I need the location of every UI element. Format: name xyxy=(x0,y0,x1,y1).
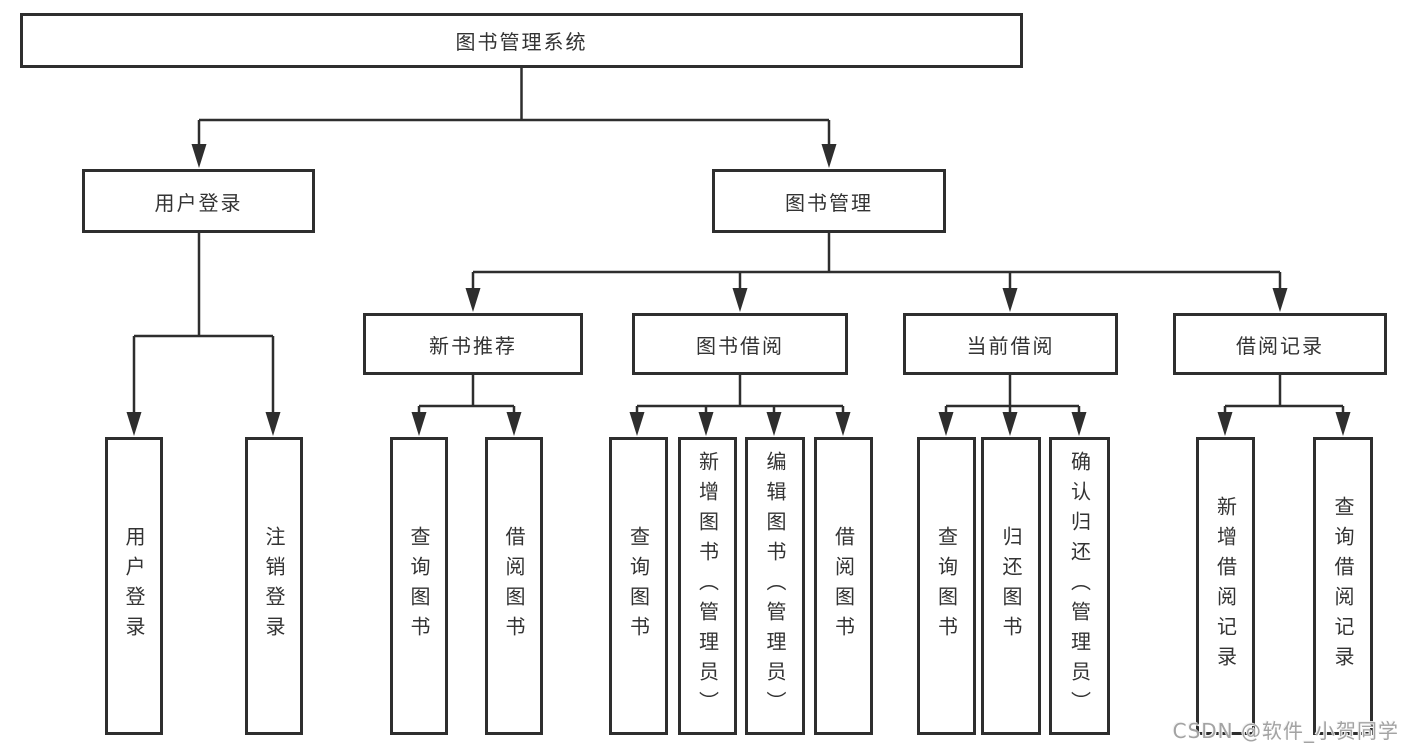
leaf-label: 借阅图书 xyxy=(502,526,526,646)
node-current-borrow: 当前借阅 xyxy=(903,313,1118,375)
leaf-label: 归还图书 xyxy=(999,526,1023,646)
leaf-logout: 注销登录 xyxy=(245,437,303,735)
leaf-label: 借阅图书 xyxy=(831,526,856,646)
leaf-confirm-return-admin: 确认归还（管理员） xyxy=(1049,437,1110,735)
leaf-label: 查询借阅记录 xyxy=(1331,496,1355,676)
leaf-label: 用户登录 xyxy=(122,526,146,646)
leaf-query-books: 查询图书 xyxy=(917,437,976,735)
leaf-return-books: 归还图书 xyxy=(981,437,1041,735)
node-book-borrow: 图书借阅 xyxy=(632,313,848,375)
leaf-borrow-books: 借阅图书 xyxy=(814,437,873,735)
leaf-user-login: 用户登录 xyxy=(105,437,163,735)
leaf-label: 新增图书（管理员） xyxy=(695,451,720,721)
node-user-login-branch: 用户登录 xyxy=(82,169,315,233)
node-root-system: 图书管理系统 xyxy=(20,13,1023,68)
leaf-query-books: 查询图书 xyxy=(390,437,448,735)
node-new-book-recommend: 新书推荐 xyxy=(363,313,583,375)
leaf-label: 编辑图书（管理员） xyxy=(763,451,787,721)
leaf-add-borrow-record: 新增借阅记录 xyxy=(1196,437,1255,735)
leaf-label: 确认归还（管理员） xyxy=(1067,451,1092,721)
leaf-label: 新增借阅记录 xyxy=(1213,496,1238,676)
leaf-borrow-books: 借阅图书 xyxy=(485,437,543,735)
node-book-management-branch: 图书管理 xyxy=(712,169,946,233)
leaf-query-borrow-record: 查询借阅记录 xyxy=(1313,437,1373,735)
leaf-query-books: 查询图书 xyxy=(609,437,668,735)
leaf-label: 查询图书 xyxy=(626,526,651,646)
leaf-add-book-admin: 新增图书（管理员） xyxy=(678,437,737,735)
leaf-label: 查询图书 xyxy=(934,526,959,646)
node-borrow-records: 借阅记录 xyxy=(1173,313,1387,375)
csdn-watermark: CSDN @软件_小贺同学 xyxy=(1172,719,1399,743)
leaf-edit-book-admin: 编辑图书（管理员） xyxy=(745,437,805,735)
leaf-label: 注销登录 xyxy=(262,526,286,646)
leaf-label: 查询图书 xyxy=(407,526,431,646)
